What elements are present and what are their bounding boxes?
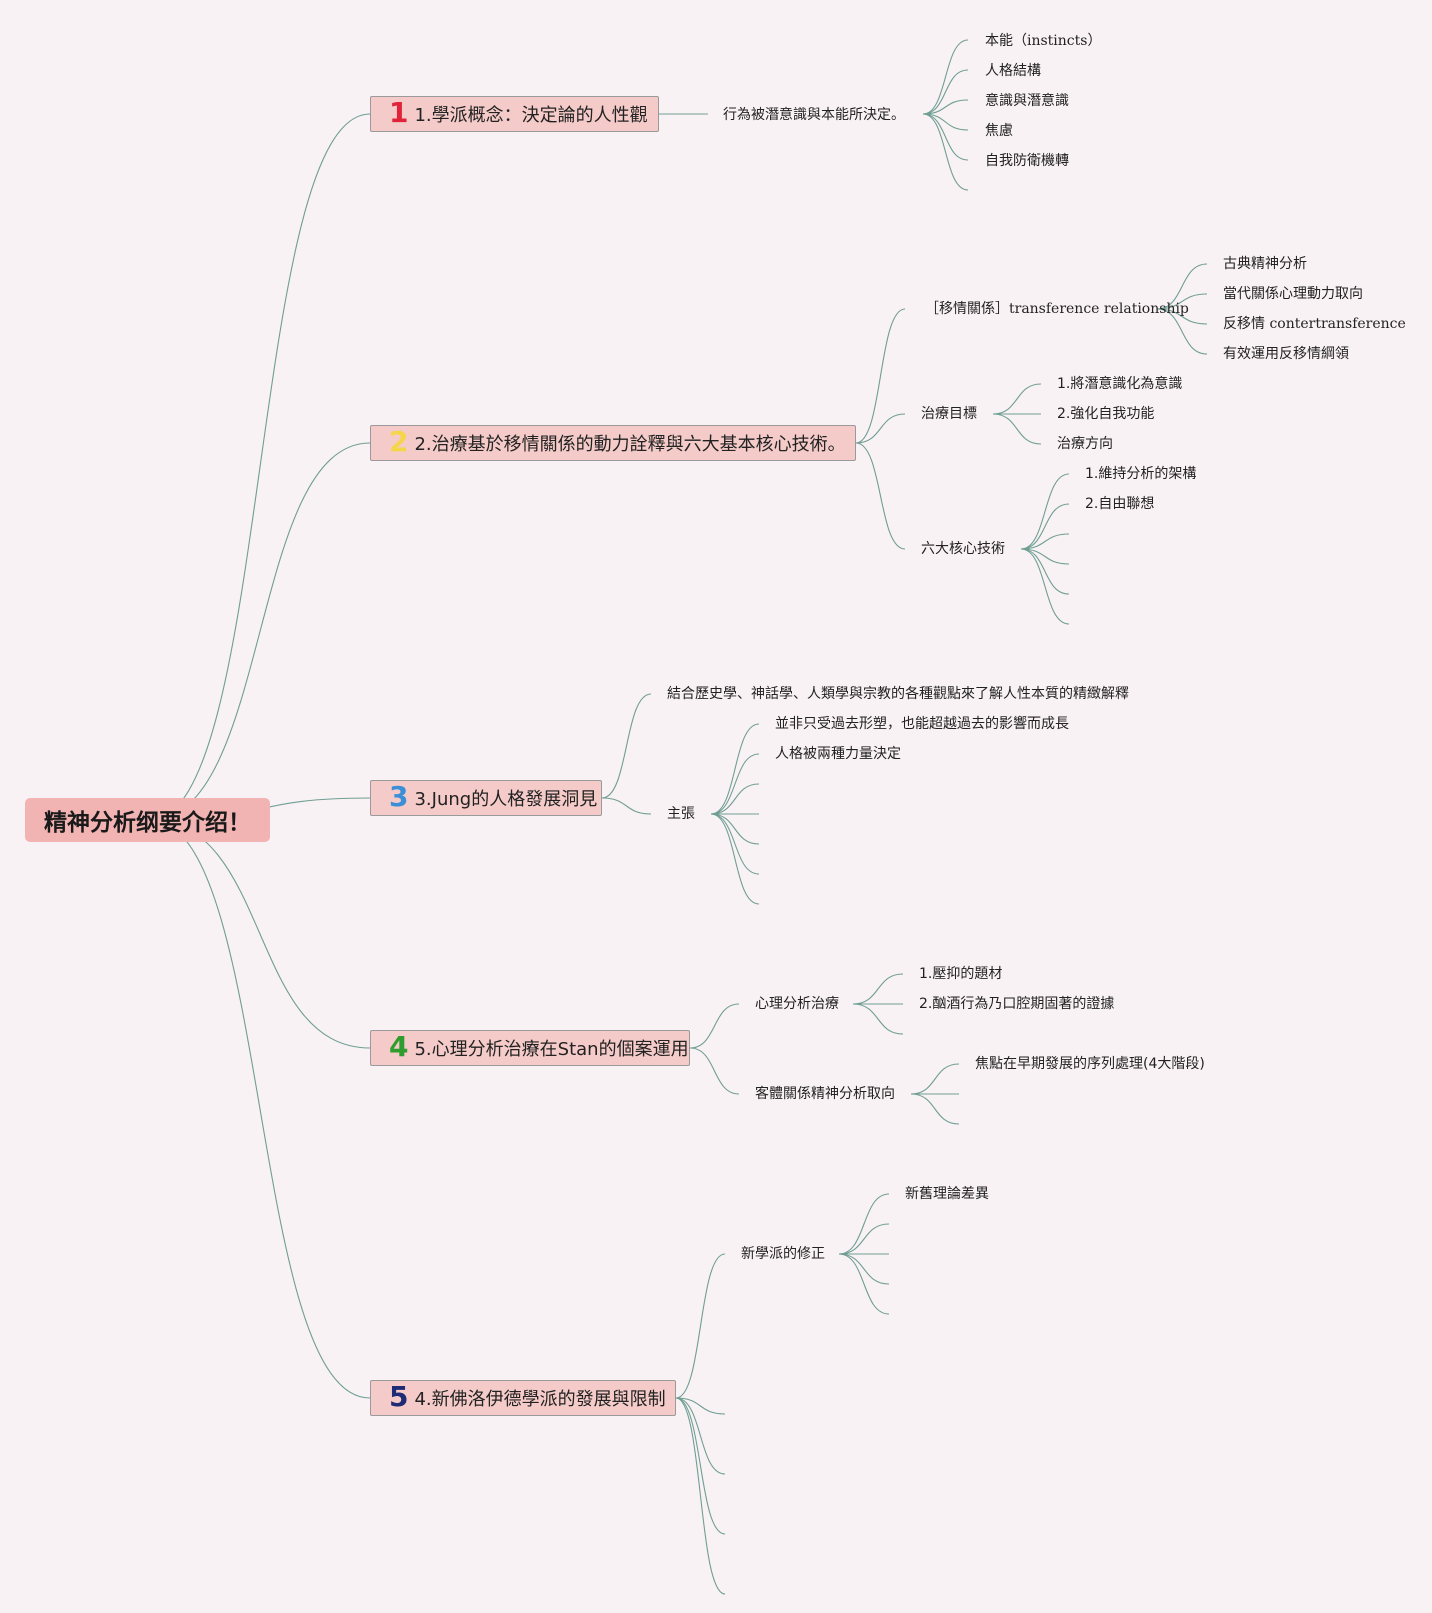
psycho-leaf-1[interactable]: 1.壓抑的題材 [919, 966, 1003, 982]
techniques-leaf-link-2 [1020, 533, 1070, 550]
b1-leaf-consciousness[interactable]: 意識與潛意識 [985, 93, 1069, 109]
claims-leaf-link-5 [710, 813, 760, 875]
transference-leaf-link-3 [1156, 308, 1208, 355]
b1-leaf-anxiety[interactable]: 焦慮 [985, 123, 1013, 139]
techniques-leaf-1[interactable]: 1.維持分析的架構 [1085, 466, 1197, 482]
b1-leaf-link-1 [922, 69, 969, 115]
claims-leaf-link-4 [710, 813, 760, 845]
root-link-1 [149, 113, 371, 821]
goals-leaf-link-0 [992, 383, 1042, 415]
branch-2-label: 2.治療基於移情關係的動力詮釋與六大基本核心技術。 [414, 434, 846, 455]
goals-leaf-3[interactable]: 治療方向 [1057, 436, 1113, 452]
branch-4[interactable]: 4 5.心理分析治療在Stan的個案運用 [370, 1030, 690, 1066]
goals-leaf-link-2 [992, 413, 1042, 445]
transference-leaf-4[interactable]: 有效運用反移情綱領 [1223, 346, 1349, 362]
marker-1-icon: 1 [389, 96, 409, 129]
transference-leaf-3[interactable]: 反移情 contertransference [1223, 316, 1406, 332]
b3-child-link [601, 693, 652, 799]
techniques-leaf-link-3 [1020, 548, 1070, 565]
claims-leaf-link-0 [710, 723, 760, 815]
goals-node[interactable]: 治療目標 [921, 406, 977, 422]
branch-2[interactable]: 2 2.治療基於移情關係的動力詮釋與六大基本核心技術。 [370, 425, 856, 461]
goals-leaf-2[interactable]: 2.強化自我功能 [1057, 406, 1155, 422]
branch-1[interactable]: 1 1.學派概念：決定論的人性觀 [370, 96, 659, 132]
revision-leaf-link-3 [838, 1253, 890, 1285]
b1-leaf-defense[interactable]: 自我防衛機轉 [985, 153, 1069, 169]
root-link-4 [149, 819, 371, 1049]
transference-leaf-link-1 [1156, 293, 1208, 310]
b5-empty-link-2 [675, 1397, 726, 1535]
b1-leaf-link-5 [922, 113, 969, 191]
object-node[interactable]: 客體關係精神分析取向 [755, 1086, 895, 1102]
b1-leaf-link-0 [922, 39, 969, 115]
branch-5[interactable]: 5 4.新佛洛伊德學派的發展與限制 [370, 1380, 676, 1416]
transference-leaf-link-2 [1156, 308, 1208, 325]
marker-4-icon: 4 [389, 1030, 409, 1063]
claims-node[interactable]: 主張 [667, 806, 695, 822]
revision-leaf-link-1 [838, 1223, 890, 1255]
psycho-leaf-link-2 [852, 1003, 904, 1035]
techniques-leaf-link-0 [1020, 473, 1070, 550]
techniques-leaf-link-1 [1020, 503, 1070, 550]
revision-leaf-1[interactable]: 新舊理論差異 [905, 1186, 989, 1202]
claims-leaf-link-2 [710, 783, 760, 815]
branch-3-label: 3.Jung的人格發展洞見 [414, 789, 598, 810]
b1-leaf-link-4 [922, 113, 969, 161]
techniques-leaf-link-4 [1020, 548, 1070, 595]
root-link-2 [149, 442, 371, 821]
b1-leaf-link-2 [922, 99, 969, 115]
root-topic[interactable]: 精神分析纲要介绍！ [25, 798, 270, 842]
branch-4-label: 5.心理分析治療在Stan的個案運用 [414, 1039, 689, 1060]
b2-techniques-link [855, 442, 906, 550]
b5-empty-link-3 [675, 1397, 726, 1595]
object-leaf-1[interactable]: 焦點在早期發展的序列處理(4大階段) [975, 1056, 1205, 1072]
revision-leaf-link-0 [838, 1193, 890, 1255]
claims-leaf-2[interactable]: 人格被兩種力量決定 [775, 746, 901, 762]
b3-claims-link [601, 797, 652, 815]
branch-5-label: 4.新佛洛伊德學派的發展與限制 [414, 1389, 666, 1410]
b2-transference-link [855, 308, 906, 444]
b4-object-link [689, 1047, 740, 1095]
b1-leaf-instincts[interactable]: 本能（instincts） [985, 33, 1102, 49]
transference-node[interactable]: ［移情關係］transference relationship [925, 301, 1189, 317]
marker-5-icon: 5 [389, 1380, 409, 1413]
b5-revision-link [675, 1253, 726, 1399]
claims-leaf-link-1 [710, 753, 760, 815]
transference-leaf-2[interactable]: 當代關係心理動力取向 [1223, 286, 1363, 302]
marker-2-icon: 2 [389, 425, 409, 458]
psycho-leaf-2[interactable]: 2.酗酒行為乃口腔期固著的證據 [919, 996, 1115, 1012]
root-link-5 [149, 819, 371, 1399]
transference-leaf-link-0 [1156, 263, 1208, 310]
techniques-node[interactable]: 六大核心技術 [921, 541, 1005, 557]
revision-leaf-link-4 [838, 1253, 890, 1315]
branch-3[interactable]: 3 3.Jung的人格發展洞見 [370, 780, 602, 816]
object-leaf-link-0 [910, 1063, 960, 1095]
goals-leaf-1[interactable]: 1.將潛意識化為意識 [1057, 376, 1183, 392]
psycho-leaf-link-0 [852, 973, 904, 1005]
branch-1-label: 1.學派概念：決定論的人性觀 [414, 105, 648, 126]
b5-empty-link-0 [675, 1397, 726, 1415]
object-leaf-link-2 [910, 1093, 960, 1125]
transference-leaf-1[interactable]: 古典精神分析 [1223, 256, 1307, 272]
claims-leaf-1[interactable]: 並非只受過去形塑，也能超越過去的影響而成長 [775, 716, 1069, 732]
techniques-leaf-2[interactable]: 2.自由聯想 [1085, 496, 1155, 512]
b5-empty-link-1 [675, 1397, 726, 1475]
revision-node[interactable]: 新學派的修正 [741, 1246, 825, 1262]
b1-leaf-link-3 [922, 113, 969, 131]
claims-leaf-link-6 [710, 813, 760, 905]
techniques-leaf-link-5 [1020, 548, 1070, 625]
psycho-node[interactable]: 心理分析治療 [755, 996, 839, 1012]
b2-goals-link [855, 413, 906, 444]
branch-1-child[interactable]: 行為被潛意識與本能所決定。 [723, 107, 905, 123]
b4-psycho-link [689, 1003, 740, 1049]
b1-leaf-structure[interactable]: 人格結構 [985, 63, 1041, 79]
branch-3-child[interactable]: 結合歷史學、神話學、人類學與宗教的各種觀點來了解人性本質的精緻解釋 [667, 686, 1129, 702]
marker-3-icon: 3 [389, 780, 409, 813]
